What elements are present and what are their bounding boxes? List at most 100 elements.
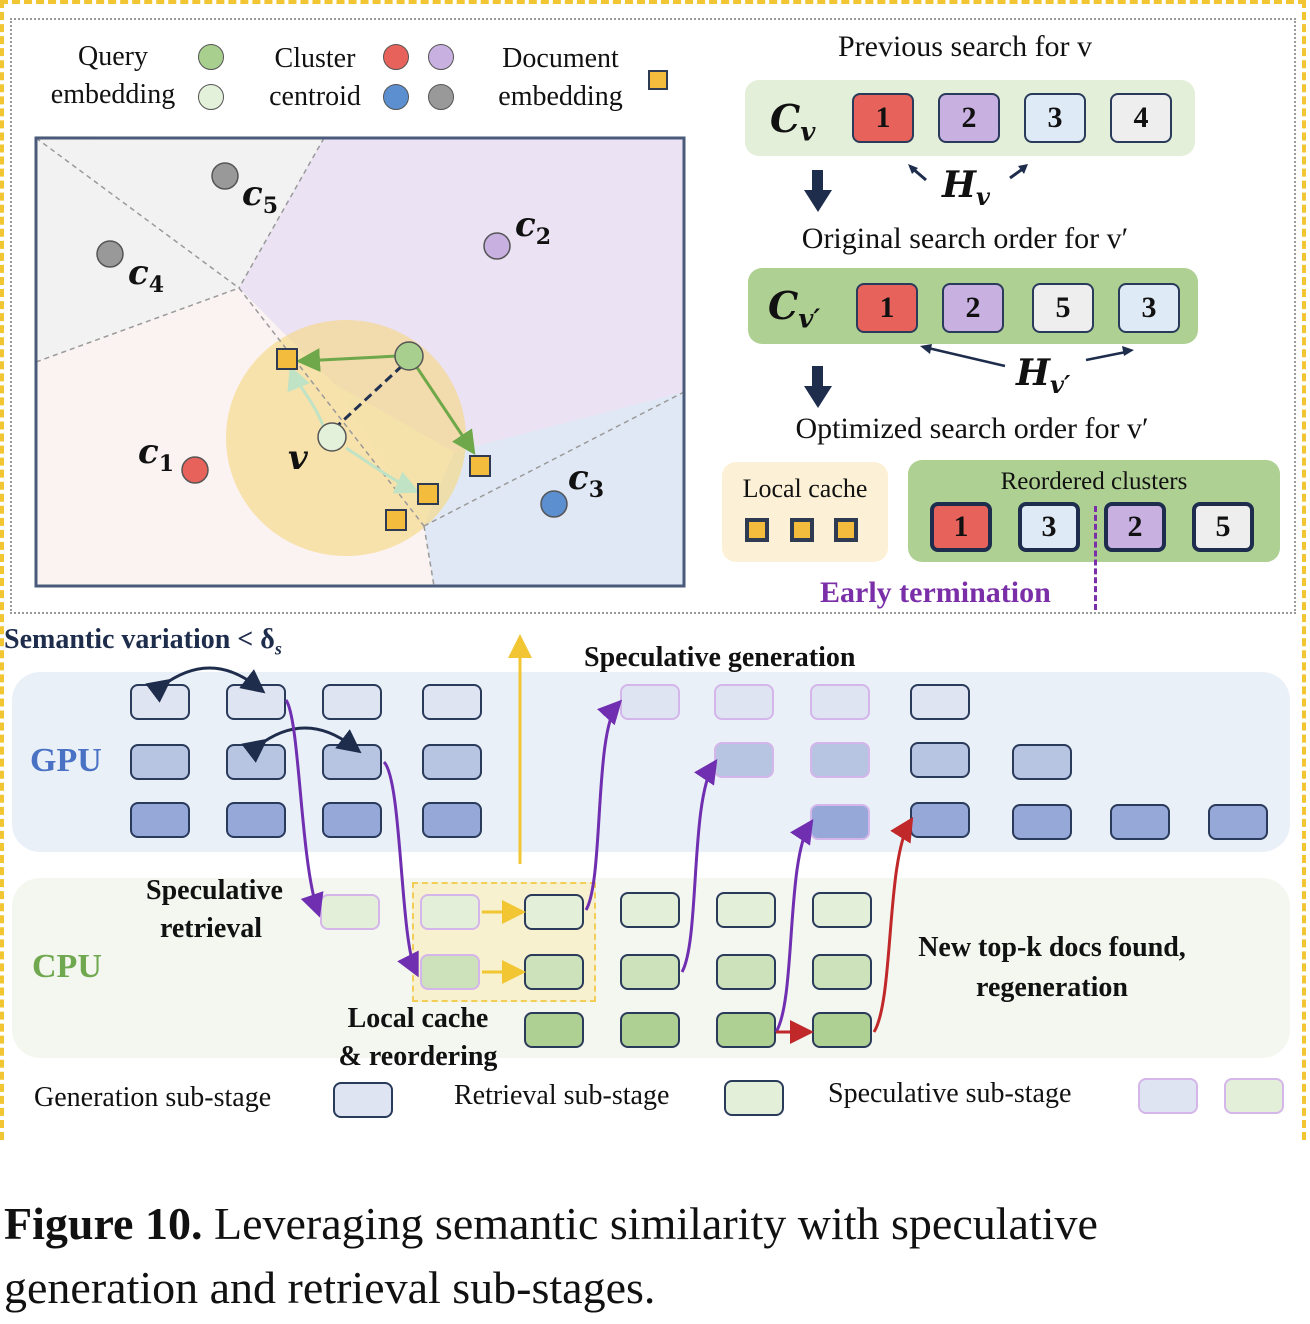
caption-text1: Leveraging semantic similarity with spec… <box>202 1198 1098 1249</box>
cluster-box-5: 5 <box>1032 283 1094 333</box>
legend-query-line2: embedding <box>50 79 176 110</box>
down-arrow-icon <box>812 170 823 192</box>
generation-substage-block <box>1110 804 1170 840</box>
legend-document: Document embedding <box>478 40 643 116</box>
generation-substage-block <box>422 744 482 780</box>
reordered-box-3: 3 <box>1018 502 1080 552</box>
legend-generation-swatch <box>333 1082 393 1118</box>
semantic-similarity-arrow <box>145 666 266 703</box>
legend-query: Query embedding <box>38 38 188 114</box>
generation-substage-block <box>130 802 190 838</box>
speculative-retrieval-substage-block <box>420 954 480 990</box>
previous-search-title: Previous search for v <box>837 30 1093 63</box>
speculative-retrieval-substage-block <box>320 894 380 930</box>
speculative-generation-arrow <box>774 819 814 1033</box>
generation-substage-block <box>226 802 286 838</box>
local-cache-panel <box>722 462 888 562</box>
label-c2: c2 <box>515 205 552 250</box>
hvp-right-arrow <box>1085 350 1127 362</box>
hv-arrows <box>804 164 1028 212</box>
legend-retrieval-swatch <box>724 1080 784 1116</box>
legend-retrieval-label: Retrieval sub-stage <box>454 1080 670 1111</box>
legend-query-line1: Query <box>78 41 148 72</box>
figure-outer-frame <box>0 0 1306 1140</box>
new-topk-label: New top-k docs found, regeneration <box>900 928 1204 1008</box>
local-cache-line2: & reordering <box>338 1041 498 1072</box>
boundary-c4-c1 <box>35 287 240 363</box>
speculative-retrieval-label: Speculative retrieval <box>146 872 283 948</box>
speculative-generation-substage-block <box>714 684 774 720</box>
cluster-box-3: 3 <box>1024 93 1086 143</box>
boundary-c2-c3 <box>423 391 685 527</box>
arrowhead-icon <box>920 344 932 354</box>
figure-caption: Figure 10. Leveraging semantic similarit… <box>4 1192 1098 1320</box>
centroid-c3 <box>540 490 568 518</box>
document-embedding <box>385 509 407 531</box>
region-c3 <box>424 392 684 586</box>
gpu-label: GPU <box>30 742 102 779</box>
query-to-doc-arrow <box>296 348 399 373</box>
speculative-generation-substage-block <box>810 684 870 720</box>
down-arrow-icon <box>804 190 832 212</box>
cluster-purple-icon <box>428 44 454 70</box>
query-to-doc-arrow <box>414 365 476 455</box>
reordered-box-1: 1 <box>930 502 992 552</box>
cluster-box-4: 4 <box>1110 93 1172 143</box>
new-topk-line1: New top-k docs found, <box>918 932 1186 963</box>
light-query-to-doc-arrow <box>345 446 420 494</box>
generation-substage-block <box>422 684 482 720</box>
retrieval-substage-block <box>524 1012 584 1048</box>
generation-substage-block <box>1012 744 1072 780</box>
centroid-c2 <box>483 232 511 260</box>
retrieval-substage-block <box>716 954 776 990</box>
retrieval-substage-block <box>812 954 872 990</box>
down-arrow-icon <box>812 366 823 388</box>
retrieval-substage-block <box>716 892 776 928</box>
centroid-c5 <box>211 162 239 190</box>
generation-substage-block <box>322 802 382 838</box>
local-cache-line1: Local cache <box>347 1003 489 1034</box>
cluster-blue-icon <box>383 84 409 110</box>
cached-document-icon <box>790 518 814 542</box>
boundary-c4-c5 <box>35 137 240 289</box>
cluster-box-2: 2 <box>942 283 1004 333</box>
generation-substage-block <box>1012 804 1072 840</box>
query-embedding-light-icon <box>198 84 224 110</box>
reordered-clusters-label: Reordered clusters <box>1000 468 1188 495</box>
label-query-v: v <box>288 438 308 478</box>
speculative-retrieval-arrow <box>382 760 419 978</box>
boundary-c5-c2 <box>238 137 325 289</box>
speculative-generation-arrow <box>584 699 623 911</box>
caption-line1: Figure 10. Leveraging semantic similarit… <box>4 1192 1098 1256</box>
legend-speculative-gpu-swatch <box>1138 1078 1198 1114</box>
arrowhead-icon <box>908 164 918 174</box>
local-cache-reordering-label: Local cache & reordering <box>326 1000 510 1076</box>
retrieval-substage-block <box>524 954 584 990</box>
cluster-box-1: 1 <box>852 93 914 143</box>
retrieval-substage-block <box>524 894 584 930</box>
speculative-generation-substage-block <box>810 742 870 778</box>
legend-document-line2: embedding <box>498 81 623 112</box>
retrieval-substage-block <box>620 1012 680 1048</box>
generation-substage-block <box>1208 804 1268 840</box>
new-topk-line2: regeneration <box>976 972 1128 1003</box>
speculative-retrieval-line1: Speculative <box>146 875 283 906</box>
cv-label: Cv <box>770 96 816 148</box>
centroid-c4 <box>96 240 124 268</box>
reordered-box-2: 2 <box>1104 502 1166 552</box>
label-c1: c1 <box>138 432 175 477</box>
label-c5: c5 <box>242 174 279 219</box>
hvp-label: Hv′ <box>1016 352 1071 400</box>
speculative-generation-substage-block <box>714 742 774 778</box>
speculative-retrieval-arrow <box>284 699 324 918</box>
query-embedding-v <box>317 422 347 452</box>
early-termination-label: Early termination <box>820 576 1051 609</box>
cluster-box-3: 3 <box>1118 283 1180 333</box>
retrieval-substage-block <box>620 892 680 928</box>
hv-label: Hv <box>942 164 990 212</box>
hvp-arrows <box>804 344 1134 408</box>
reordered-box-5: 5 <box>1192 502 1254 552</box>
semantic-distance-line <box>332 362 406 431</box>
label-c4: c4 <box>128 253 165 298</box>
query-embedding-icon <box>198 44 224 70</box>
